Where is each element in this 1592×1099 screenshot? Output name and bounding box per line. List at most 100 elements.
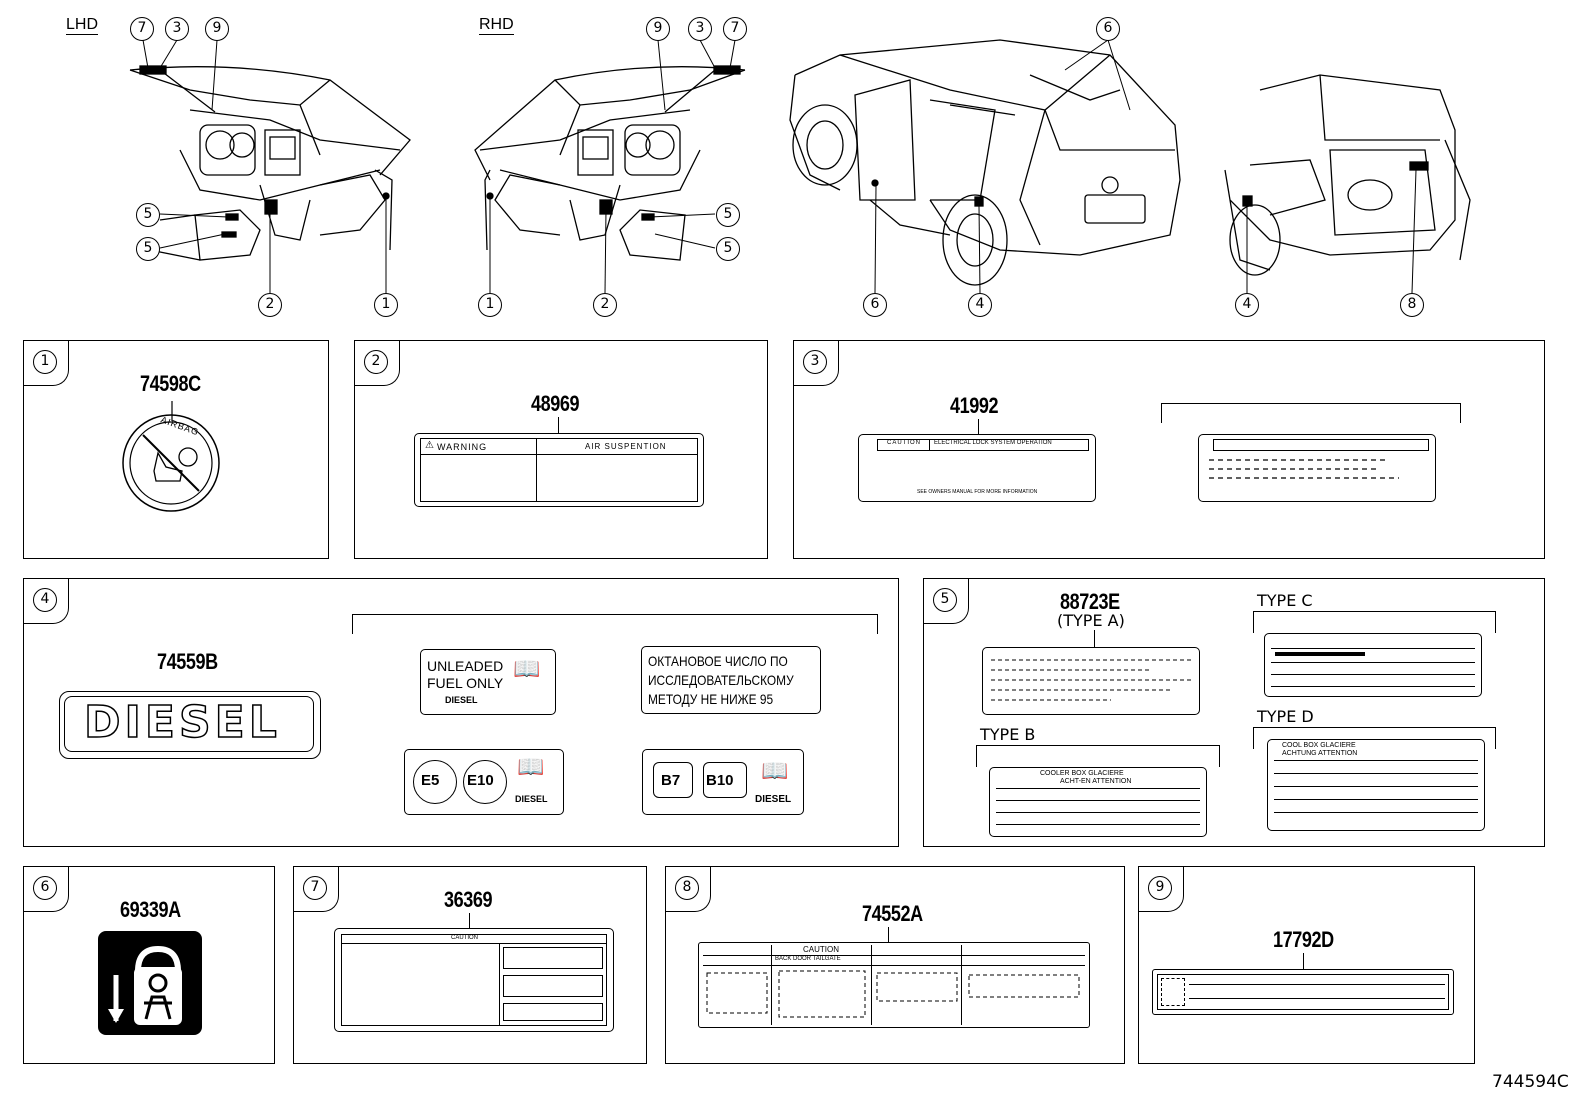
callout-rhd-5b: 5	[716, 237, 740, 261]
diesel-small-text-2: DIESEL	[755, 794, 792, 805]
type-d-line	[1274, 773, 1478, 774]
unleaded-line-1: UNLEADED	[427, 658, 504, 674]
diesel-small-text: DIESEL	[515, 794, 548, 804]
caution-subtitle: BACK DOOR TAILGATE	[775, 956, 841, 962]
part-number-41992: 41992	[950, 393, 999, 418]
type-b-heading: TYPE B	[980, 725, 1036, 744]
type-d-line	[1274, 812, 1478, 813]
leader-line	[888, 927, 889, 943]
type-d-line	[1274, 799, 1478, 800]
callout-rhd-3: 3	[688, 17, 712, 41]
part-number-74552A: 74552A	[862, 901, 923, 926]
panel-6-number: 6	[33, 876, 57, 900]
label-divider	[871, 945, 872, 1025]
type-d-line	[1274, 760, 1478, 761]
type-c-heading: TYPE C	[1257, 591, 1313, 610]
electrical-lock-label-alt	[1198, 434, 1436, 502]
sunroof-caution-label: CAUTION	[334, 928, 614, 1032]
label-subbox	[503, 1003, 603, 1021]
panel-7-tab: 7	[293, 866, 339, 912]
type-d-bracket	[1253, 727, 1496, 749]
e10-circle	[463, 760, 507, 804]
label-divider	[961, 945, 962, 1025]
lhd-label: LHD	[66, 16, 99, 35]
callout-car-6-bottom: 6	[863, 293, 887, 317]
warning-triangle-icon: ⚠	[425, 440, 434, 451]
air-suspension-label: WARNING ⚠ AIR SUSPENTION	[414, 433, 704, 507]
callout-lhd-3: 3	[165, 17, 189, 41]
footer-note: SEE OWNERS MANUAL FOR MORE INFORMATION	[917, 489, 1038, 495]
panel-8-tab: 8	[665, 866, 711, 912]
diesel-emblem: DIESEL	[59, 691, 321, 759]
caution-text: CAUTION	[887, 440, 921, 446]
child-lock-icon	[98, 931, 202, 1035]
panel-1-tab: 1	[23, 340, 69, 386]
label-header-box	[1213, 439, 1429, 451]
panel-8-back-door: 8 74552A CAUTION BACK DOOR TAILGATE	[665, 866, 1125, 1064]
manual-book-icon: 📖	[513, 656, 541, 681]
panel-1-number: 1	[33, 350, 57, 374]
label-divider	[499, 943, 500, 1026]
part-number-17792D: 17792D	[1273, 927, 1334, 952]
rhd-label: RHD	[479, 16, 514, 35]
panel-3-number: 3	[803, 350, 827, 374]
type-d-line	[1274, 786, 1478, 787]
part-number-36369: 36369	[444, 887, 493, 912]
panel-9-tab: 9	[1138, 866, 1184, 912]
b7-box	[653, 762, 693, 798]
panel-1-airbag: 1 74598C AIRBAG	[23, 340, 329, 559]
callout-lhd-7: 7	[130, 17, 154, 41]
type-b-line	[996, 812, 1200, 813]
callout-lhd-9: 9	[205, 17, 229, 41]
suv-side-illustration	[789, 39, 1181, 294]
type-b-label-sticker: COOLER BOX GLACIERE ACHT-EN ATTENTION	[989, 767, 1207, 837]
label-rule	[1189, 984, 1445, 985]
caution-description: ELECTRICAL LOCK SYSTEM OPERATION	[934, 440, 1052, 446]
alt-bracket	[1161, 403, 1461, 423]
type-c-line	[1271, 662, 1475, 663]
label-rule	[1189, 998, 1445, 999]
unleaded-fuel-label: UNLEADED FUEL ONLY DIESEL 📖	[420, 649, 556, 715]
e5-text: E5	[421, 772, 440, 789]
alt-bracket	[352, 614, 878, 634]
type-a-label-sticker	[982, 647, 1200, 715]
callout-rhd-7: 7	[723, 17, 747, 41]
air-suspension-text: AIR SUSPENTION	[585, 442, 667, 451]
diagram-id: 744594C	[1492, 1072, 1569, 1092]
callout-rhd-5a: 5	[716, 203, 740, 227]
panel-5-tab: 5	[923, 578, 969, 624]
panel-6-child-lock: 6 69339A	[23, 866, 275, 1064]
type-c-bar	[1275, 652, 1365, 656]
type-b-header-1: COOLER BOX GLACIERE	[1040, 770, 1124, 777]
warning-text: WARNING	[437, 442, 488, 452]
russian-line-3: МЕТОДУ НЕ НИЖЕ 95	[648, 691, 774, 707]
b7-text: B7	[661, 772, 681, 789]
airbag-warning-icon	[122, 401, 220, 512]
leader-line	[1303, 953, 1304, 969]
unleaded-line-2: FUEL ONLY	[427, 675, 504, 691]
panel-3-tab: 3	[793, 340, 839, 386]
caution-text: CAUTION	[451, 935, 478, 941]
russian-line-1: ОКТАНОВОЕ ЧИСЛО ПО	[648, 653, 788, 669]
label-divider	[771, 945, 772, 1025]
type-b-line	[996, 824, 1200, 825]
leader-line	[558, 417, 559, 434]
part-number-74598C: 74598C	[140, 371, 201, 396]
type-a-label: (TYPE A)	[1057, 611, 1125, 630]
e5-e10-label: E5 E10 📖 DIESEL	[404, 749, 564, 815]
leader-line	[469, 913, 470, 929]
diesel-text: DIESEL	[83, 696, 281, 749]
type-b-line	[996, 800, 1200, 801]
leader-line	[978, 419, 979, 435]
type-c-bracket	[1253, 611, 1496, 633]
panel-8-number: 8	[675, 876, 699, 900]
panel-6-tab: 6	[23, 866, 69, 912]
type-d-label-sticker: COOL BOX GLACIERE ACHTUNG ATTENTION	[1267, 739, 1485, 831]
label-subbox	[503, 975, 603, 997]
type-c-line	[1271, 686, 1475, 687]
panel-9-sunvisor: 9 17792D	[1138, 866, 1475, 1064]
callout-car-4: 4	[968, 293, 992, 317]
type-d-heading: TYPE D	[1257, 707, 1314, 726]
label-divider	[536, 438, 537, 502]
e5-circle	[413, 760, 457, 804]
